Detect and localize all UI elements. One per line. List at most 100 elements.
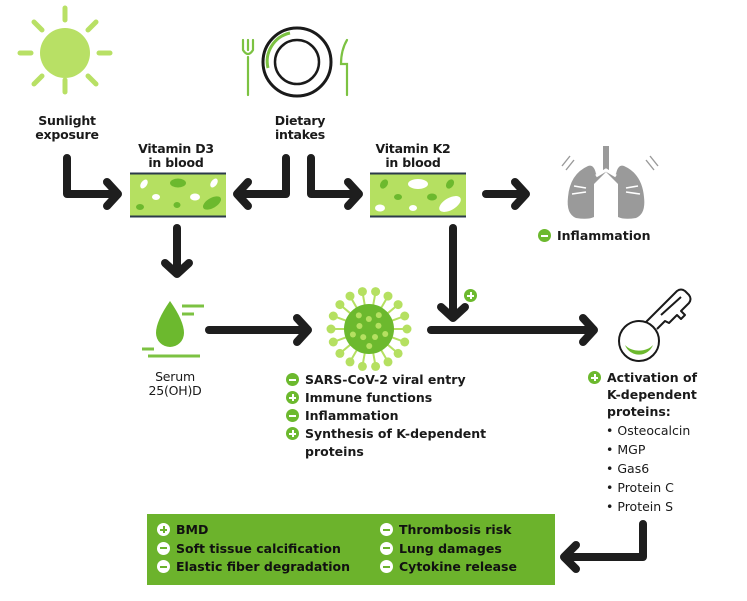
effect-label: SARS-CoV-2 viral entry (305, 372, 466, 387)
arrowhead (560, 541, 580, 573)
outcome-item: Cytokine release (380, 558, 517, 577)
effect-label: Synthesis of K-dependent (305, 426, 487, 441)
virus-inner-spike (365, 316, 372, 323)
virus-effect-3-cont: proteins (305, 444, 364, 459)
arrowhead (344, 178, 363, 210)
arrowhead (103, 178, 122, 210)
minus-icon (286, 409, 299, 422)
virus-inner-spike (375, 322, 382, 329)
virus-spike-tip (393, 300, 403, 310)
plus-badge-icon (464, 289, 477, 302)
effect-label: Immune functions (305, 390, 433, 405)
virus-effects-list: SARS-CoV-2 viral entry Immune functions … (286, 371, 486, 461)
protein-item: Gas6 (606, 459, 697, 478)
virus-spike-tip (345, 291, 355, 301)
virus-inner-spike (356, 323, 363, 330)
outcomes-box: BMD Soft tissue calcification Elastic fi… (147, 514, 555, 585)
blood-vessel-icon (370, 172, 466, 218)
virus-effect-1: Immune functions (286, 389, 486, 407)
virus-spike-tip (328, 311, 338, 321)
activation-line: Activation of (607, 370, 698, 385)
protein-item: Protein C (606, 478, 697, 497)
activation-line: proteins: (607, 404, 671, 419)
virus-inner-spike (375, 312, 382, 319)
outcome-label: Cytokine release (399, 559, 517, 574)
arrow-sunlight-to-d3 (63, 154, 116, 198)
virus-spike-tip (371, 361, 381, 371)
sunlight-line2: exposure (35, 127, 99, 142)
key-activation: Activation of K-dependent proteins: Oste… (588, 369, 697, 516)
virus-spike-tip (335, 300, 345, 310)
virus-effect-3: Synthesis of K-dependent (286, 425, 486, 443)
vitamin-k2-line1: Vitamin K2 (375, 141, 451, 156)
virus-spike-tip (400, 337, 410, 347)
virus-inner-spikes (349, 312, 389, 349)
key-icon (618, 288, 692, 362)
virus-spike-tip (383, 291, 393, 301)
dietary-line1: Dietary (274, 113, 326, 128)
virus-inner-spike (371, 334, 378, 341)
plus-icon (157, 523, 170, 536)
vitamin-k2-line2: in blood (385, 155, 441, 170)
minus-icon (286, 373, 299, 386)
virus-spike-tip (345, 357, 355, 367)
serum-line1: Serum (155, 369, 195, 384)
outcome-item: Soft tissue calcification (157, 540, 350, 559)
protein-item: Osteocalcin (606, 421, 697, 440)
virus-inner-spike (349, 331, 356, 338)
protein-item: Protein S (606, 497, 697, 516)
serum-label: Serum 25(OH)D (135, 370, 215, 398)
virus-inner-spike (366, 342, 373, 349)
plus-icon (286, 427, 299, 440)
lungs-effect-label: Inflammation (557, 228, 651, 243)
minus-icon (157, 541, 170, 555)
outcome-item: BMD (157, 521, 350, 540)
virus-spike-tip (383, 357, 393, 367)
plus-icon (588, 371, 601, 384)
virus-spike-tip (371, 287, 381, 297)
arrowhead (233, 178, 252, 210)
blood-vessel-icon (130, 172, 226, 218)
minus-icon (380, 560, 393, 573)
virus-spike-tip (393, 348, 403, 358)
virus-spike-tip (326, 324, 336, 334)
serum-line2: 25(OH)D (148, 383, 202, 398)
outcomes-right: Thrombosis risk Lung damages Cytokine re… (380, 521, 517, 577)
virus-spike-tip (357, 287, 367, 297)
coronavirus-icon (326, 287, 412, 371)
activation-heading: Activation of K-dependent proteins: (588, 369, 697, 420)
arrowhead (161, 259, 193, 278)
virus-inner-spike (382, 331, 389, 338)
minus-icon (157, 560, 170, 573)
outcomes-left: BMD Soft tissue calcification Elastic fi… (157, 521, 350, 577)
outcome-label: BMD (176, 522, 209, 537)
activation-line: K-dependent (607, 387, 697, 402)
virus-effect-2: Inflammation (286, 407, 486, 425)
arrow-diet-to-k2 (307, 154, 357, 198)
effect-label: Inflammation (305, 408, 399, 423)
arrowhead (579, 314, 598, 346)
protein-item: MGP (606, 440, 697, 459)
virus-effect-0: SARS-CoV-2 viral entry (286, 371, 486, 389)
arrow-diet-to-d3 (238, 154, 290, 198)
minus-icon (538, 229, 551, 242)
outcome-item: Thrombosis risk (380, 521, 517, 540)
sun-icon (17, 5, 113, 95)
virus-spike-tip (402, 324, 412, 334)
virus-spike-tip (357, 361, 367, 371)
vitamin-d3-label: Vitamin D3 in blood (128, 142, 224, 170)
arrowhead (293, 314, 312, 346)
plate-cutlery-icon (241, 26, 349, 98)
virus-spike-tip (400, 311, 410, 321)
lungs-icon (561, 146, 659, 219)
outcome-item: Lung damages (380, 540, 517, 559)
virus-spike-tip (328, 337, 338, 347)
vitamin-d3-line2: in blood (148, 155, 204, 170)
minus-icon (380, 541, 393, 555)
outcome-label: Soft tissue calcification (176, 540, 341, 556)
minus-icon (380, 523, 393, 536)
dietary-label: Dietary intakes (255, 114, 345, 142)
vitamin-d3-line1: Vitamin D3 (138, 141, 214, 156)
arrowhead (437, 303, 469, 322)
